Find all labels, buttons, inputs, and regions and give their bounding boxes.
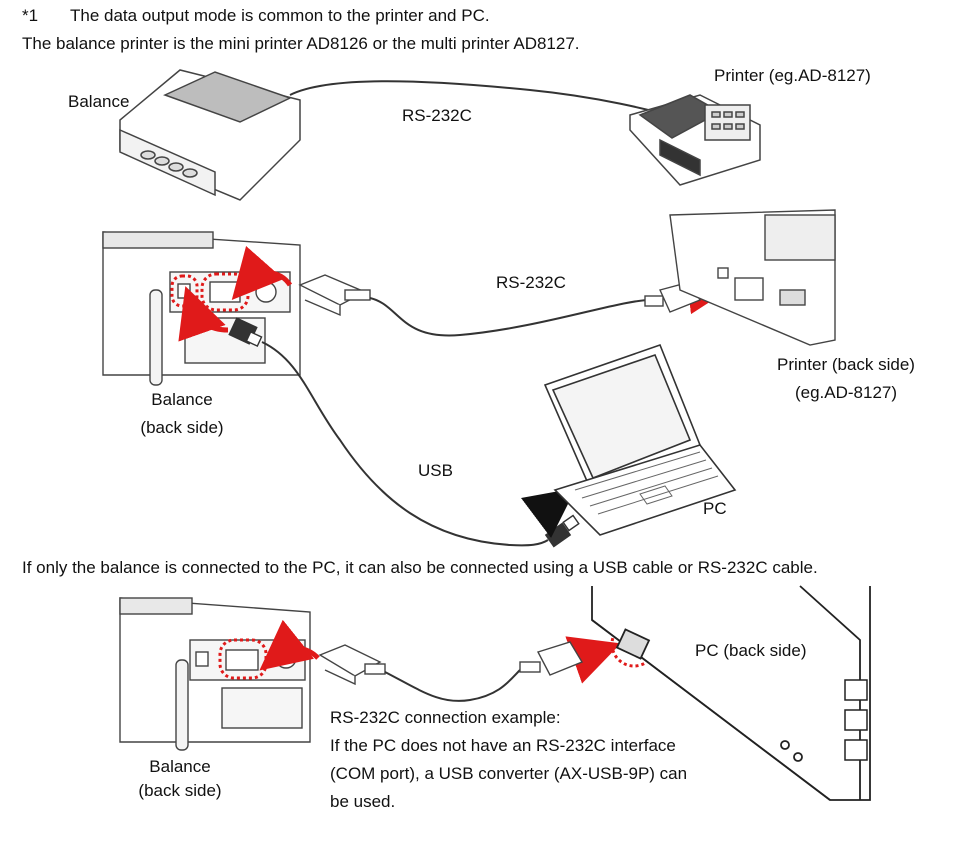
footnote-marker: *1 [22, 6, 39, 25]
middle-balance-label-1: Balance [151, 390, 213, 409]
laptop-keyboard [574, 451, 719, 515]
middle-rs232c-cable [369, 297, 651, 337]
black-arrow [521, 488, 576, 538]
red-arrows-bottom [259, 619, 621, 684]
bottom-balance-label-2: (back side) [138, 781, 222, 800]
usb-cable [261, 341, 549, 547]
note-line-1: RS-232C connection example: [330, 708, 561, 727]
usb-plug-balance [228, 317, 263, 347]
printer-back-label-1: Printer (back side) [777, 355, 915, 374]
top-rs232c-cable [289, 80, 681, 119]
printer-drawing [629, 94, 761, 186]
rs232c-connector-balance-bottom [318, 644, 386, 686]
pc-back-drawing [591, 585, 871, 801]
rs232c-connector-pc-bottom [519, 641, 584, 676]
rs232c-connector-balance [298, 274, 371, 317]
bottom-balance-label-1: Balance [149, 757, 211, 776]
printer-info-text: The balance printer is the mini printer … [22, 34, 580, 53]
printer-back-label-2: (eg.AD-8127) [794, 383, 898, 402]
note-line-4: be used. [330, 792, 396, 811]
connection-example-note: RS-232C connection example: If the PC do… [330, 704, 687, 816]
note-line-2: If the PC does not have an RS-232C inter… [330, 736, 676, 755]
laptop-drawing [543, 343, 737, 536]
balance-label: Balance [68, 92, 130, 111]
usb-label: USB [418, 461, 453, 480]
bottom-rs232c-cable [384, 669, 521, 702]
middle-rs232c-label: RS-232C [496, 273, 566, 292]
pc-label: PC [703, 499, 727, 518]
balance-keys [140, 150, 198, 178]
footnote-text: The data output mode is common to the pr… [70, 6, 490, 25]
mid-note-text: If only the balance is connected to the … [22, 558, 818, 577]
pc-keyboard-edge [844, 679, 868, 761]
top-cable-label: RS-232C [402, 106, 472, 125]
printer-back-drawing [669, 209, 836, 346]
middle-balance-label-2: (back side) [140, 418, 224, 437]
note-line-3: (COM port), a USB converter (AX-USB-9P) … [330, 764, 688, 783]
balance-back-drawing [102, 231, 301, 386]
balance-back-drawing-bottom [119, 597, 311, 751]
pc-back-label: PC (back side) [695, 641, 807, 660]
balance-drawing [119, 69, 301, 201]
printer-label: Printer (eg.AD-8127) [714, 66, 871, 85]
usb-plug-pc [544, 514, 580, 548]
